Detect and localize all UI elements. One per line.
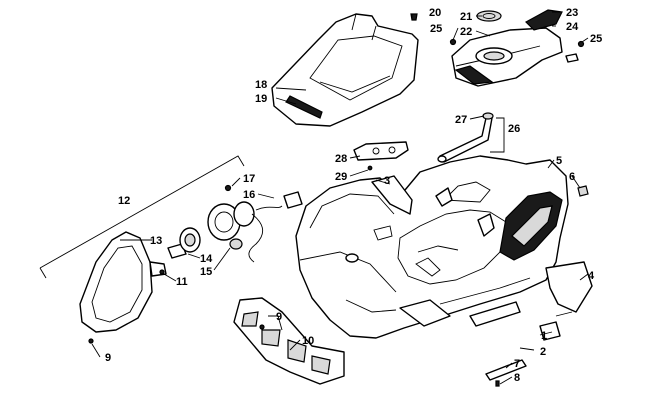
callout-21: 21: [460, 11, 472, 23]
callout-14: 14: [200, 253, 213, 265]
callout-1: 1: [541, 330, 547, 342]
connector-16: [283, 191, 303, 209]
callout-7: 7: [514, 358, 520, 370]
callout-23: 23: [566, 7, 578, 19]
callout-12: 12: [118, 195, 130, 207]
rear-storage-body: [410, 9, 585, 87]
callout-11: 11: [176, 276, 188, 288]
callout-19: 19: [255, 93, 267, 105]
callout-22: 22: [460, 26, 472, 38]
callout-25a: 25: [430, 23, 442, 35]
callout-4: 4: [588, 270, 595, 282]
callout-17: 17: [243, 173, 255, 185]
bulb-15: [229, 238, 243, 250]
callout-16: 16: [243, 189, 255, 201]
screw-17: [224, 184, 232, 192]
leader-lines: [91, 11, 589, 385]
callout-10: 10: [302, 335, 314, 347]
headlight-housing: [79, 231, 167, 344]
callout-2: 2: [540, 346, 546, 358]
trim-23: [525, 9, 563, 31]
fender-4: [545, 261, 593, 313]
callout-28: 28: [335, 153, 347, 165]
callout-26: 26: [508, 123, 520, 135]
vent-tube: [437, 112, 494, 163]
callout-9a: 9: [105, 352, 111, 364]
callout-15: 15: [200, 266, 212, 278]
callout-8: 8: [514, 372, 520, 384]
switch-panel: [353, 141, 409, 171]
headlight-group-bracket: [39, 155, 245, 279]
callout-18: 18: [255, 79, 267, 91]
callout-20: 20: [429, 7, 441, 19]
screw-25b: [577, 40, 585, 48]
callout-5: 5: [556, 155, 562, 167]
bracket-1: [539, 321, 561, 341]
screw-25a: [449, 38, 457, 46]
seat: [271, 13, 419, 127]
front-body: [295, 155, 593, 341]
callout-6: 6: [569, 171, 575, 183]
callout-labels: 1 2 3 4 5 6 7 8 9 9 10 11 12 13 14 15 16…: [105, 7, 602, 384]
callout-13: 13: [150, 235, 162, 247]
fastener-6: [577, 185, 589, 197]
screw-9b: [259, 324, 265, 330]
callout-3: 3: [384, 175, 390, 187]
callout-27: 27: [455, 114, 467, 126]
callout-24: 24: [566, 21, 579, 33]
side-panel: [371, 175, 413, 215]
screw-11: [159, 269, 165, 275]
callout-9b: 9: [276, 311, 282, 323]
callout-29: 29: [335, 171, 347, 183]
headlight-components: [159, 184, 303, 275]
callout-25b: 25: [590, 33, 602, 45]
front-grille: [233, 297, 345, 385]
